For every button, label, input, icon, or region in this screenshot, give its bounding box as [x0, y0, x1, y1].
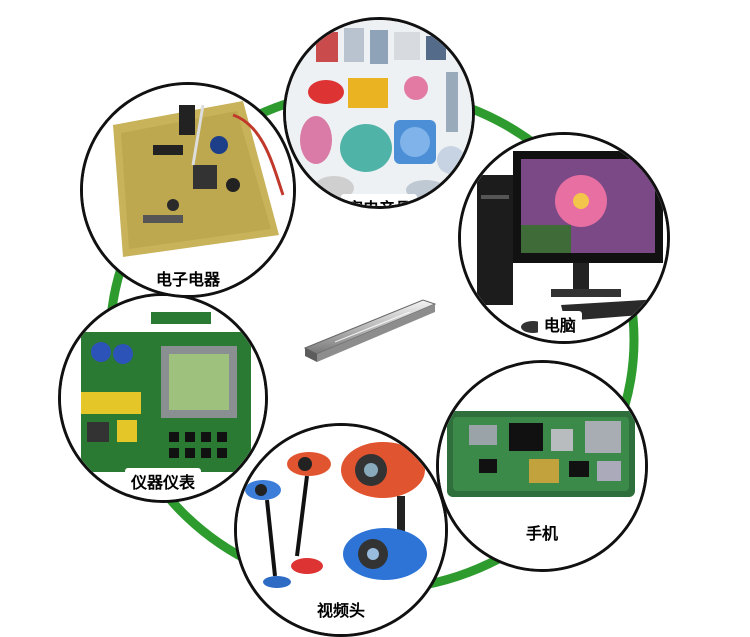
- computer-image: [461, 135, 667, 341]
- node-computer: 电脑: [458, 132, 670, 344]
- household-appliances-image: [286, 20, 472, 206]
- heatsink-bar-image: [303, 299, 437, 362]
- node-instruments: 仪器仪表: [58, 293, 268, 503]
- node-label: 手机: [519, 519, 565, 545]
- node-label: 视频头: [310, 596, 372, 622]
- node-label: 仪器仪表: [124, 468, 202, 494]
- node-label: 电脑: [537, 311, 582, 337]
- electronic-board-image: [83, 85, 293, 295]
- node-household-appliances: 家电产品: [283, 17, 475, 209]
- node-webcam: 视频头: [234, 423, 448, 637]
- webcam-image: [237, 426, 445, 634]
- node-mobile-phone: 手机: [436, 360, 648, 572]
- node-label: 家电产品: [340, 194, 418, 206]
- instruments-board-image: [61, 296, 265, 500]
- node-electronic-appliances: 电子电器: [80, 82, 296, 298]
- node-label: 电子电器: [149, 265, 227, 291]
